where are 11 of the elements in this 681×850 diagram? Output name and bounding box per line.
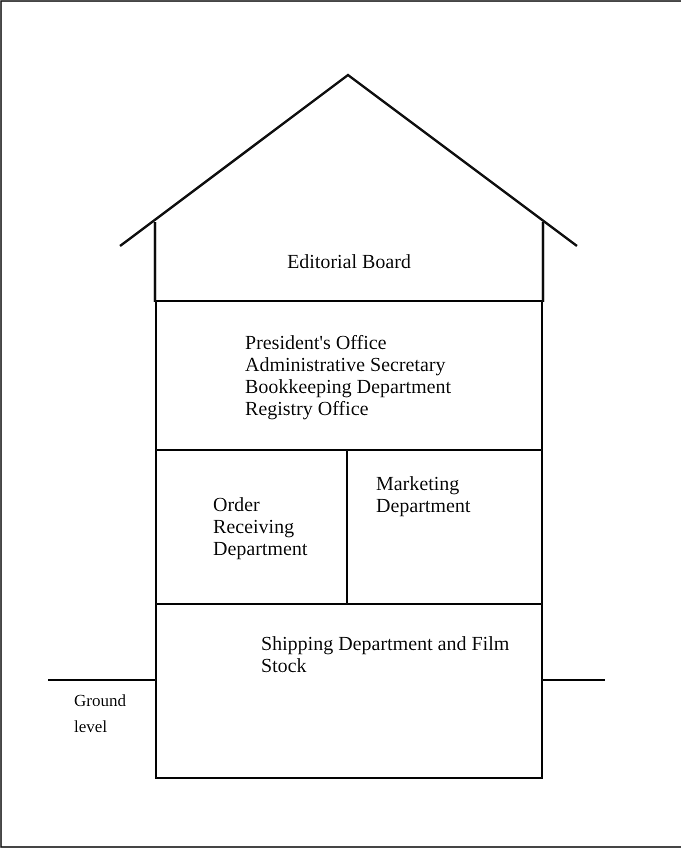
room-label: President's Office (245, 332, 387, 354)
room-label: Order Receiving Department (213, 494, 308, 560)
floor-room (155, 603, 543, 779)
room-label: Marketing Department (376, 473, 472, 517)
room-label: Shipping Department and Film Stock (261, 633, 510, 677)
floor-room (155, 300, 543, 451)
room-label: Administrative Secretary (245, 354, 446, 376)
room-label: Editorial Board (287, 251, 411, 273)
room-label: Registry Office (245, 398, 368, 420)
ground-level-label: Ground level (74, 690, 127, 738)
room-label: Bookkeeping Department (245, 376, 452, 398)
